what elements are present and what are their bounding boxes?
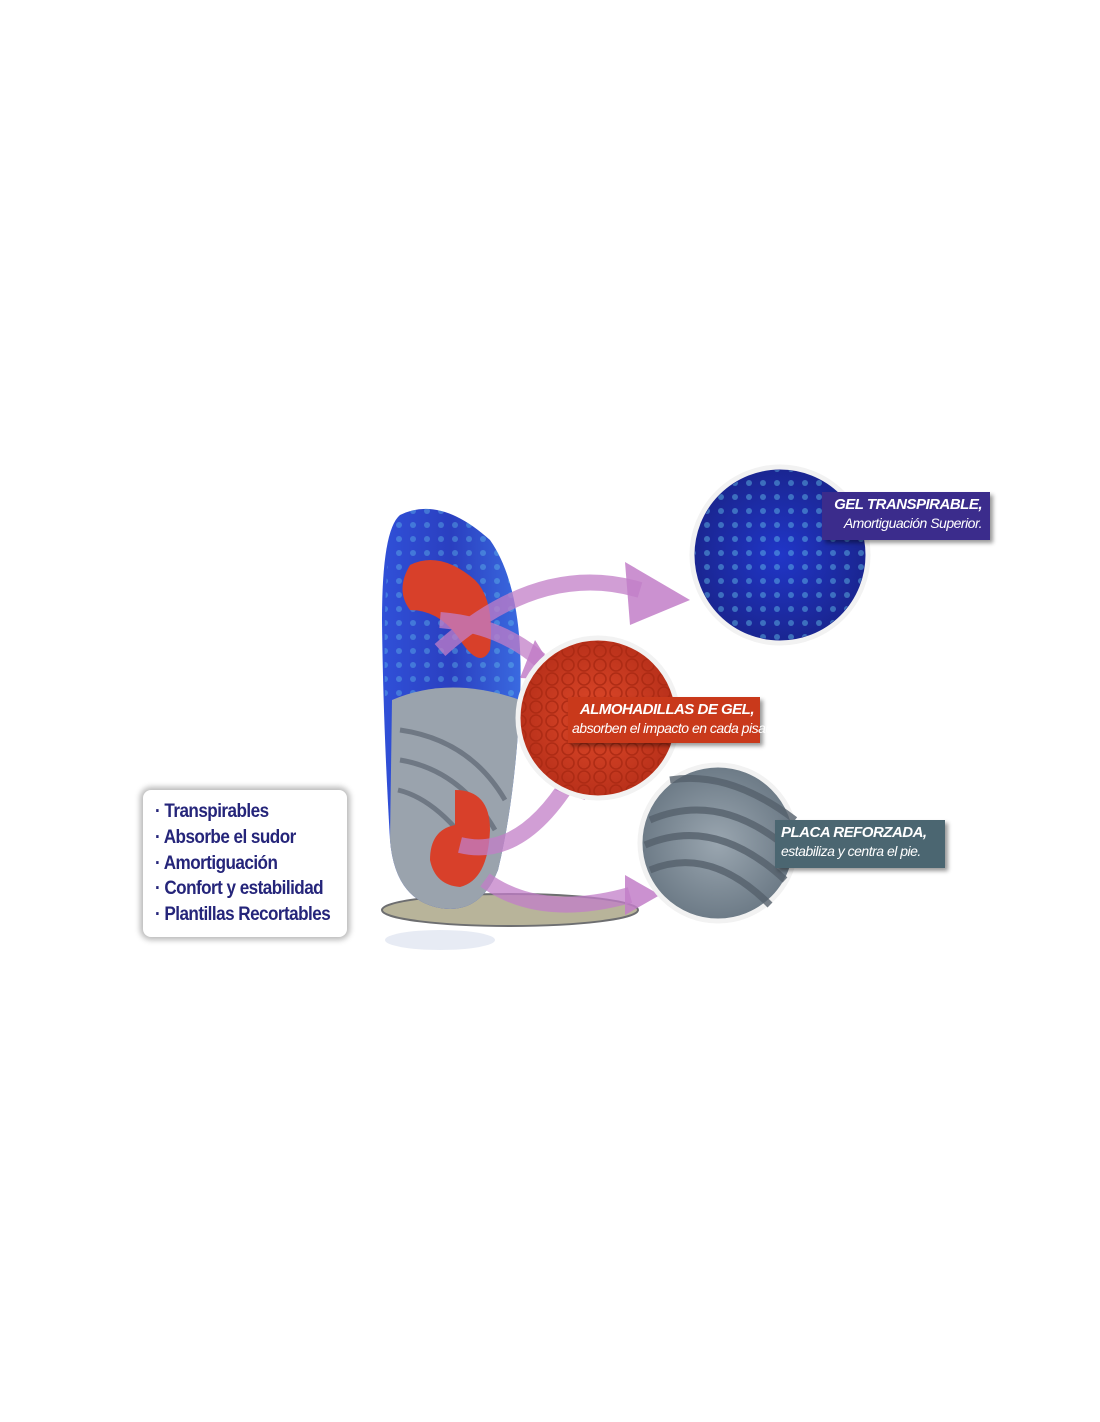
plate-detail-ridges bbox=[643, 774, 798, 908]
arrow-to-heel-pad bbox=[458, 775, 577, 856]
heel-pad bbox=[430, 790, 490, 887]
callout-title: GEL TRANSPIRABLE, bbox=[834, 496, 982, 513]
arrowhead bbox=[625, 875, 660, 915]
feature-item: · Confort y estabilidad bbox=[155, 878, 324, 900]
callout-almohadillas: ALMOHADILLAS DE GEL, absorben el impacto… bbox=[568, 697, 784, 743]
arrowhead bbox=[625, 562, 690, 625]
callout-placa-reforzada: PLACA REFORZADA, estabiliza y centra el … bbox=[775, 820, 945, 868]
callout-title: ALMOHADILLAS DE GEL, bbox=[579, 701, 755, 718]
reflection bbox=[385, 930, 495, 950]
callout-subtitle: estabiliza y centra el pie. bbox=[781, 843, 921, 859]
arrow-to-plate bbox=[480, 873, 633, 913]
feature-item: · Transpirables bbox=[155, 801, 269, 822]
callout-title: PLACA REFORZADA, bbox=[781, 824, 927, 841]
feature-item: · Amortiguación bbox=[155, 852, 278, 874]
feature-item: · Plantillas Recortables bbox=[155, 904, 331, 926]
callout-subtitle: absorben el impacto en cada pisada. bbox=[572, 720, 784, 736]
features-box: · Transpirables · Absorbe el sudor · Amo… bbox=[143, 790, 347, 937]
callout-subtitle: Amortiguación Superior. bbox=[843, 515, 983, 531]
callout-gel-transpirable: GEL TRANSPIRABLE, Amortiguación Superior… bbox=[822, 492, 990, 540]
feature-item: · Absorbe el sudor bbox=[155, 826, 296, 848]
